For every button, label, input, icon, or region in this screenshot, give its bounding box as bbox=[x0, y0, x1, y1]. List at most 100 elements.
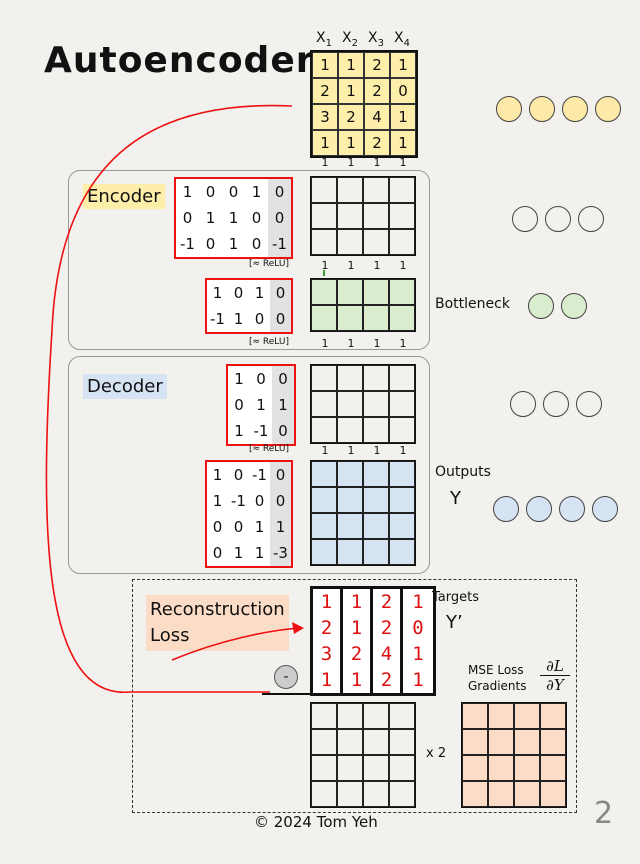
bias-one: 1 bbox=[321, 337, 329, 350]
difference-cell bbox=[311, 729, 337, 755]
column-header: X4 bbox=[394, 30, 410, 49]
relu-label: [≈ ReLU] bbox=[249, 444, 289, 454]
gradient-cell bbox=[514, 729, 540, 755]
w1-cell: 1 bbox=[228, 209, 239, 227]
target-cell: 1 bbox=[412, 591, 424, 613]
w4-cell: 0 bbox=[270, 488, 291, 514]
target-cell: 2 bbox=[373, 667, 403, 693]
input-cell: 0 bbox=[390, 78, 416, 104]
hidden3-cell bbox=[337, 417, 363, 443]
hidden3-cell bbox=[389, 417, 415, 443]
w3-cell: -1 bbox=[253, 422, 269, 440]
hidden1-cell bbox=[311, 229, 337, 255]
bias-one: 1 bbox=[373, 337, 381, 350]
target-cell: 1 bbox=[343, 615, 373, 641]
target-cell: 0 bbox=[412, 617, 424, 639]
gradient-cell bbox=[540, 729, 566, 755]
w3-cell: 1 bbox=[272, 392, 294, 418]
bias-one: 1 bbox=[347, 337, 355, 350]
input-cell: 2 bbox=[312, 78, 338, 104]
bias-one: 1 bbox=[321, 259, 329, 272]
target-cell: 2 bbox=[313, 615, 343, 641]
bias-one: 1 bbox=[321, 156, 329, 169]
times-two: x 2 bbox=[426, 746, 447, 761]
w2-cell: 0 bbox=[270, 306, 291, 332]
input-cell: 1 bbox=[390, 130, 416, 156]
w1-cell: 1 bbox=[251, 183, 262, 201]
targets-label: Targets bbox=[432, 590, 479, 605]
gradient-cell bbox=[514, 781, 540, 807]
output-neuron bbox=[526, 496, 552, 522]
output-cell bbox=[311, 513, 337, 539]
difference-matrix bbox=[310, 702, 416, 808]
subtraction-line bbox=[262, 693, 428, 695]
hidden-neuron bbox=[578, 206, 604, 232]
input-cell: 2 bbox=[364, 78, 390, 104]
w1-cell: 0 bbox=[182, 209, 193, 227]
input-cell: 1 bbox=[312, 130, 338, 156]
bias-one: 1 bbox=[373, 156, 381, 169]
gradient-cell bbox=[540, 703, 566, 729]
minus-operator: - bbox=[274, 665, 298, 689]
difference-cell bbox=[389, 703, 415, 729]
decoder-hidden-neuron bbox=[510, 391, 536, 417]
hidden-layer-1-matrix bbox=[310, 176, 416, 256]
hidden-neuron bbox=[512, 206, 538, 232]
gradient-matrix bbox=[461, 702, 567, 808]
bottleneck-neuron bbox=[528, 293, 554, 319]
gradient-cell bbox=[462, 781, 488, 807]
hidden1-cell bbox=[363, 203, 389, 229]
w3-cell: 1 bbox=[256, 396, 266, 414]
outputs-symbol: Y bbox=[450, 488, 461, 509]
difference-cell bbox=[311, 703, 337, 729]
w1-cell: 0 bbox=[268, 205, 291, 231]
w4-cell: 1 bbox=[254, 518, 265, 536]
gradient-denominator: ∂Y bbox=[546, 676, 564, 694]
bottleneck-cell bbox=[389, 279, 415, 305]
difference-cell bbox=[363, 755, 389, 781]
w4-cell: -1 bbox=[252, 466, 267, 484]
target-cell: 3 bbox=[313, 641, 343, 667]
decoder-hidden-neuron bbox=[576, 391, 602, 417]
output-cell bbox=[311, 461, 337, 487]
output-cell bbox=[363, 513, 389, 539]
gradient-cell bbox=[488, 729, 514, 755]
output-cell bbox=[389, 487, 415, 513]
column-header: X1 bbox=[316, 30, 332, 49]
w2-cell: -1 bbox=[210, 310, 225, 328]
decoder-label: Decoder bbox=[83, 374, 167, 399]
target-cell: 2 bbox=[343, 641, 373, 667]
output-cell bbox=[337, 539, 363, 565]
w4-cell: 0 bbox=[233, 466, 244, 484]
input-cell: 1 bbox=[338, 52, 364, 78]
input-neuron bbox=[562, 96, 588, 122]
input-cell: 1 bbox=[338, 78, 364, 104]
output-matrix bbox=[310, 460, 416, 566]
hidden3-cell bbox=[389, 391, 415, 417]
hidden1-cell bbox=[337, 177, 363, 203]
tick-mark bbox=[323, 270, 325, 276]
bottleneck-matrix bbox=[310, 278, 416, 332]
w2-cell: 1 bbox=[233, 310, 244, 328]
gradient-cell bbox=[462, 729, 488, 755]
w4-cell: 1 bbox=[233, 544, 244, 562]
w4-cell: 0 bbox=[212, 518, 223, 536]
w4-cell: 0 bbox=[212, 544, 223, 562]
relu-label: [≈ ReLU] bbox=[249, 259, 289, 269]
hidden1-cell bbox=[311, 203, 337, 229]
hidden3-cell bbox=[337, 365, 363, 391]
hidden3-cell bbox=[311, 365, 337, 391]
bias-one: 1 bbox=[347, 156, 355, 169]
bottleneck-label: Bottleneck bbox=[435, 296, 510, 312]
hidden3-cell bbox=[311, 391, 337, 417]
bottleneck-cell bbox=[389, 305, 415, 331]
input-cell: 1 bbox=[338, 130, 364, 156]
output-cell bbox=[363, 487, 389, 513]
gradient-cell bbox=[488, 781, 514, 807]
